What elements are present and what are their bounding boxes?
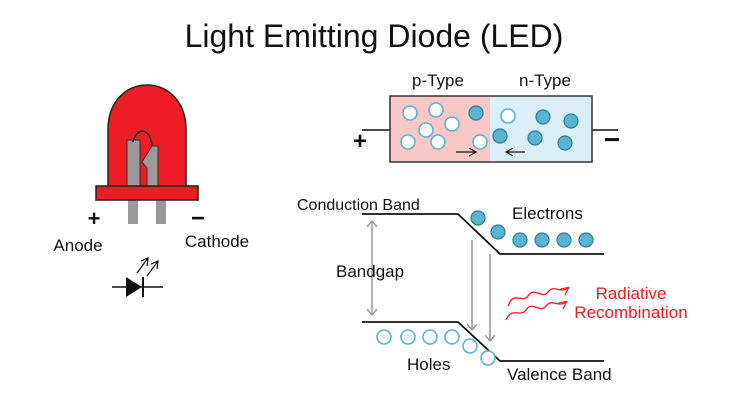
hole-marker [500,108,516,124]
valence-holes [376,329,496,366]
page-title: Light Emitting Diode (LED) [185,18,564,54]
cathode-label: Cathode [185,232,249,251]
hole-marker [418,122,434,138]
n-type-label: n-Type [519,71,571,90]
hole-marker [400,134,416,150]
emission-arrow-1 [136,258,148,274]
p-type-label: p-Type [412,71,464,90]
anode-leg [128,200,138,224]
led-plus-sign: + [88,206,101,231]
valence-band-line [362,321,604,362]
hole-marker [444,329,460,345]
led-component: + − Anode Cathode [53,84,249,255]
n-region-electrons [492,108,579,151]
recombination-label: Recombination [574,303,687,322]
photon-wave-1 [507,288,568,307]
electron-marker [468,105,484,121]
electron-marker [535,109,551,125]
junction-minus-sign: − [604,124,620,155]
electron-marker [534,232,550,248]
n-region [490,96,592,162]
anode-label: Anode [53,236,102,255]
conduction-band-label: Conduction Band [297,197,420,214]
symbol-triangle [126,277,142,297]
hole-marker [462,338,478,354]
valence-band-label: Valence Band [507,365,612,384]
electron-marker [492,128,508,144]
electron-marker [490,224,506,240]
hole-marker [400,329,416,345]
electron-marker [563,113,579,129]
hole-marker [376,329,392,345]
radiative-label: Radiative [596,284,667,303]
hole-marker [480,350,496,366]
led-base [95,185,199,201]
photon-wave-2 [505,302,566,321]
bandgap-label: Bandgap [336,262,404,281]
holes-label: Holes [407,355,450,374]
led-minus-sign: − [191,205,205,232]
electron-marker [512,232,528,248]
electron-marker [557,135,573,151]
electron-marker [527,130,543,146]
cathode-leg [156,200,166,224]
junction-plus-sign: + [353,128,367,155]
led-schematic-symbol [112,258,163,297]
p-region-holes [400,102,488,150]
electrons-label: Electrons [512,204,583,223]
hole-marker [430,134,446,150]
electron-marker [556,232,572,248]
bond-wire [132,130,153,147]
hole-marker [444,116,460,132]
emission-arrow-2 [146,261,158,277]
hole-marker [428,102,444,118]
electron-marker [578,232,594,248]
junction-outline [389,95,593,163]
conduction-band-line [362,213,604,255]
pn-junction: p-Type n-Type + − [353,71,620,163]
hole-marker [422,329,438,345]
hole-marker [472,134,488,150]
conduction-electrons [470,210,594,248]
anode-post [126,139,141,191]
hole-marker [402,105,418,121]
electron-marker [470,210,486,226]
band-diagram: Conduction Band Electrons Bandgap Radiat… [297,197,688,384]
